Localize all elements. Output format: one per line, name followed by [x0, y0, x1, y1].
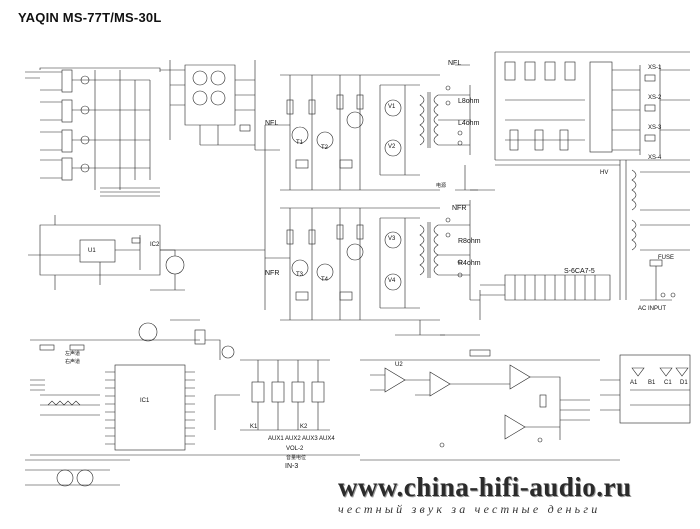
driver-block-topcenter: [169, 60, 256, 150]
label-d1: D1: [680, 380, 688, 386]
regulator-block: [28, 215, 185, 291]
label-vol: VOL-2: [286, 446, 304, 452]
label-b1: B1: [648, 380, 656, 386]
label-ic2: IC2: [150, 242, 160, 248]
label-c1: C1: [664, 380, 672, 386]
label-u1: U1: [88, 248, 96, 254]
label-xs3: XS-3: [648, 125, 662, 131]
label-in3: IN-3: [285, 463, 299, 470]
label-power-cn: 电源: [436, 183, 447, 189]
label-v3: V3: [388, 236, 396, 242]
label-u2: U2: [395, 362, 403, 368]
tube-socket-connector: [479, 274, 611, 320]
power-transformer: [619, 160, 690, 301]
schematic-title: YAQIN MS-77T/MS-30L: [18, 10, 162, 25]
label-v2: V2: [388, 144, 396, 150]
label-v1: V1: [388, 104, 396, 110]
label-r8ohm: R8ohm: [458, 238, 481, 245]
label-left-channel-cn: 左声道: [65, 351, 81, 357]
label-xs4: XS-4: [648, 155, 662, 161]
label-nfl-input: NFL: [265, 120, 279, 127]
connection-wires: [160, 69, 620, 461]
selector-block-topleft: [25, 67, 161, 197]
label-xs1: XS-1: [648, 65, 662, 71]
label-k2: K2: [300, 424, 308, 430]
label-a1: A1: [630, 380, 638, 386]
label-aux-row: AUX1 AUX2 AUX3 AUX4: [268, 436, 335, 442]
label-nfr-input: NFR: [265, 270, 280, 277]
label-hv: HV: [600, 170, 609, 176]
label-t4: T4: [321, 277, 329, 283]
label-s6ca7: S-6CA7-5: [564, 268, 595, 275]
label-ac-input: AC INPUT: [638, 306, 667, 312]
left-amplifier-channel: [264, 64, 478, 200]
led-indicator-board: [600, 354, 691, 424]
label-ic1: IC1: [140, 398, 150, 404]
label-right-channel-cn: 右声道: [65, 359, 81, 365]
label-t2: T2: [321, 145, 329, 151]
watermark-url: www.china-hifi-audio.ru: [338, 472, 632, 502]
label-t1: T1: [296, 140, 304, 146]
label-nfr: NFR: [452, 205, 467, 212]
label-k1: K1: [250, 424, 258, 430]
power-supply: [494, 51, 690, 166]
protection-circuit: [360, 349, 600, 461]
label-t3: T3: [296, 272, 304, 278]
label-v4: V4: [388, 278, 396, 284]
label-xs2: XS-2: [648, 95, 662, 101]
watermark-slogan: честный звук за честные деньги: [338, 502, 601, 516]
right-amplifier-channel: [264, 200, 471, 336]
controller-block: [25, 319, 230, 487]
label-nfl: NFL: [448, 60, 462, 67]
input-selector-block: [214, 345, 330, 431]
label-l4ohm: L4ohm: [458, 120, 480, 127]
label-r4ohm: R4ohm: [458, 260, 481, 267]
label-fuse: FUSE: [658, 255, 675, 261]
label-l8ohm: L8ohm: [458, 98, 480, 105]
label-vol-cn: 音量电位: [286, 455, 307, 461]
